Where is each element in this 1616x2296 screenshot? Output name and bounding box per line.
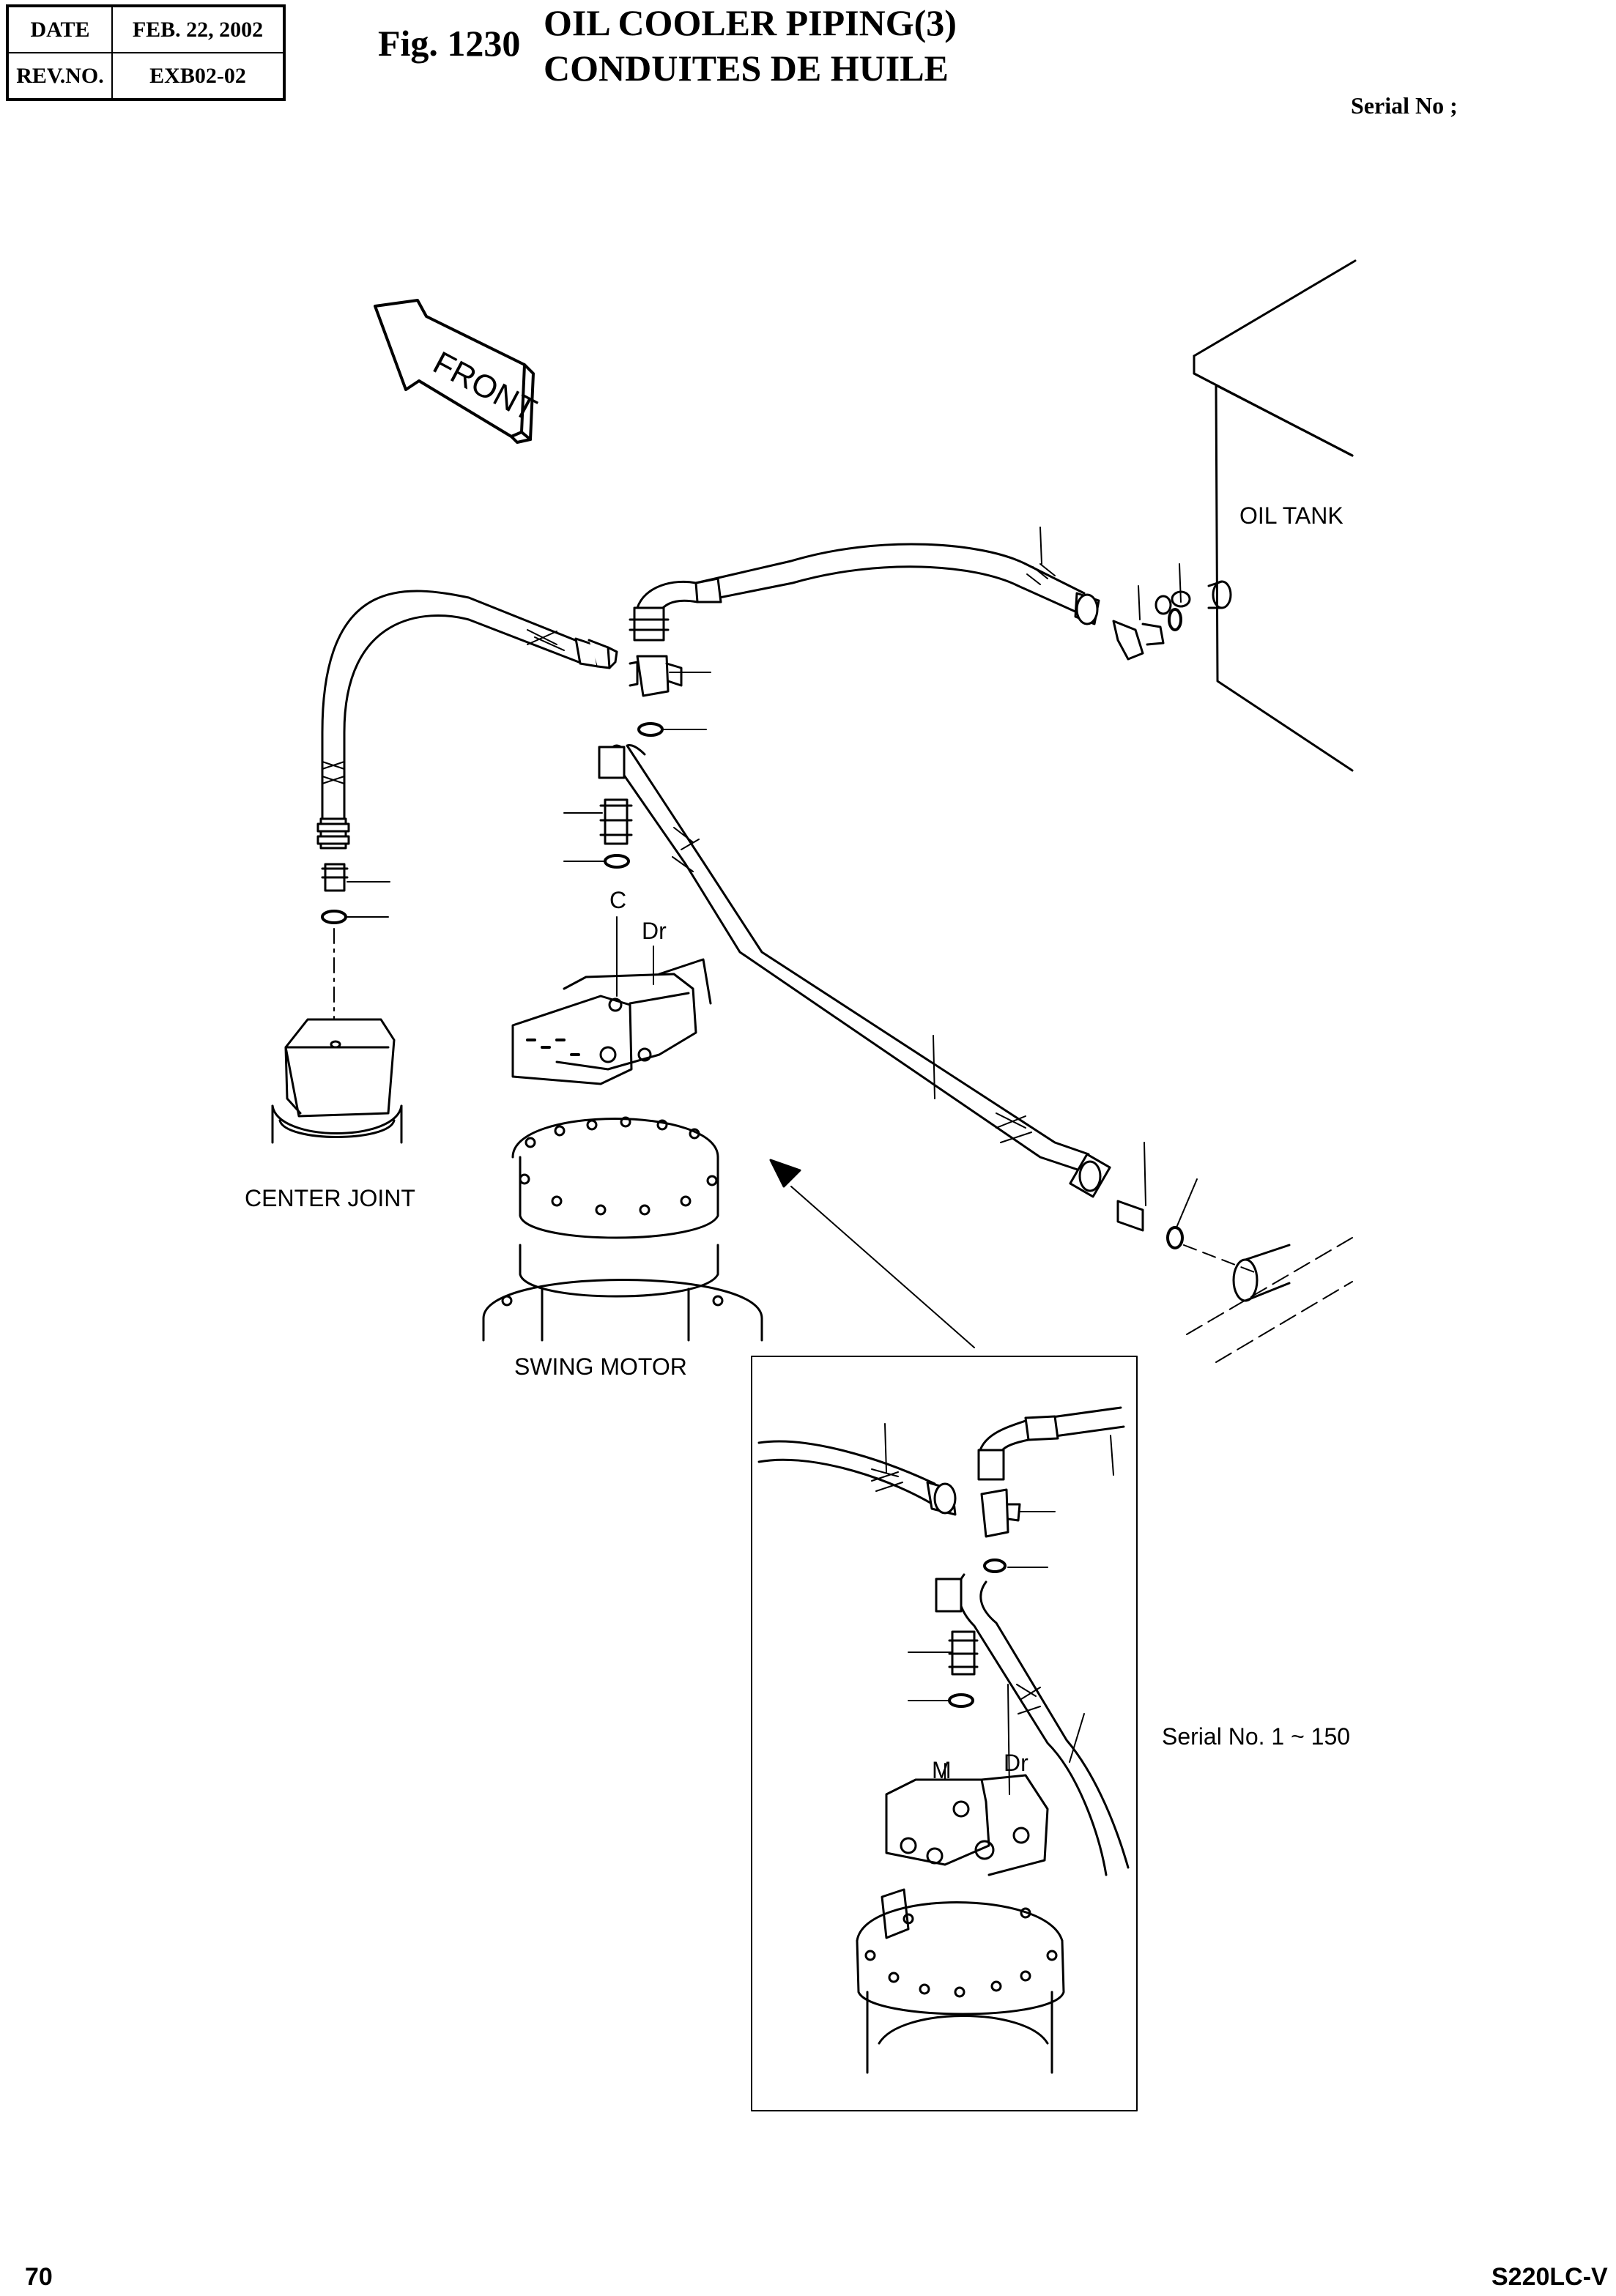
rev-label: REV.NO. <box>7 52 113 100</box>
date-label: DATE <box>7 5 113 53</box>
front-arrow <box>374 299 535 444</box>
inset-port-dr-label: Dr <box>1004 1750 1028 1776</box>
adapter-port-c <box>563 746 633 869</box>
inset-detail-drawing <box>757 1406 1130 2074</box>
inset-port-m-label: M <box>932 1757 952 1783</box>
serial-number-label: Serial No ; <box>1351 92 1458 119</box>
figure-title-english: OIL COOLER PIPING(3) <box>544 2 957 43</box>
hose-swing-motor-drain <box>609 744 1353 1363</box>
swing-motor <box>482 958 763 1342</box>
page-number: 70 <box>25 2263 53 2291</box>
inset-pointer-arrow <box>769 1159 975 1348</box>
port-c-label: C <box>609 887 626 913</box>
model-number: S220LC-V <box>1491 2263 1608 2291</box>
inset-frame <box>751 1356 1138 2111</box>
oil-tank <box>1154 259 1357 772</box>
figure-title-french: CONDUITES DE HUILE <box>544 48 949 89</box>
swing-motor-label: SWING MOTOR <box>514 1353 687 1380</box>
figure-number: Fig. 1230 <box>378 23 521 64</box>
center-joint <box>271 1018 403 1144</box>
center-joint-label: CENTER JOINT <box>245 1185 415 1211</box>
hose-to-oil-tank <box>629 527 1182 661</box>
port-dr-label: Dr <box>642 918 667 944</box>
inset-serial-label: Serial No. 1 ~ 150 <box>1162 1723 1350 1750</box>
hose-center-joint <box>316 590 618 1019</box>
tee-fitting <box>629 655 711 737</box>
revision-table: DATE FEB. 22, 2002 REV.NO. EXB02-02 <box>6 4 286 101</box>
date-value: FEB. 22, 2002 <box>111 5 285 53</box>
rev-value: EXB02-02 <box>111 52 285 100</box>
oil-tank-label: OIL TANK <box>1239 502 1343 529</box>
